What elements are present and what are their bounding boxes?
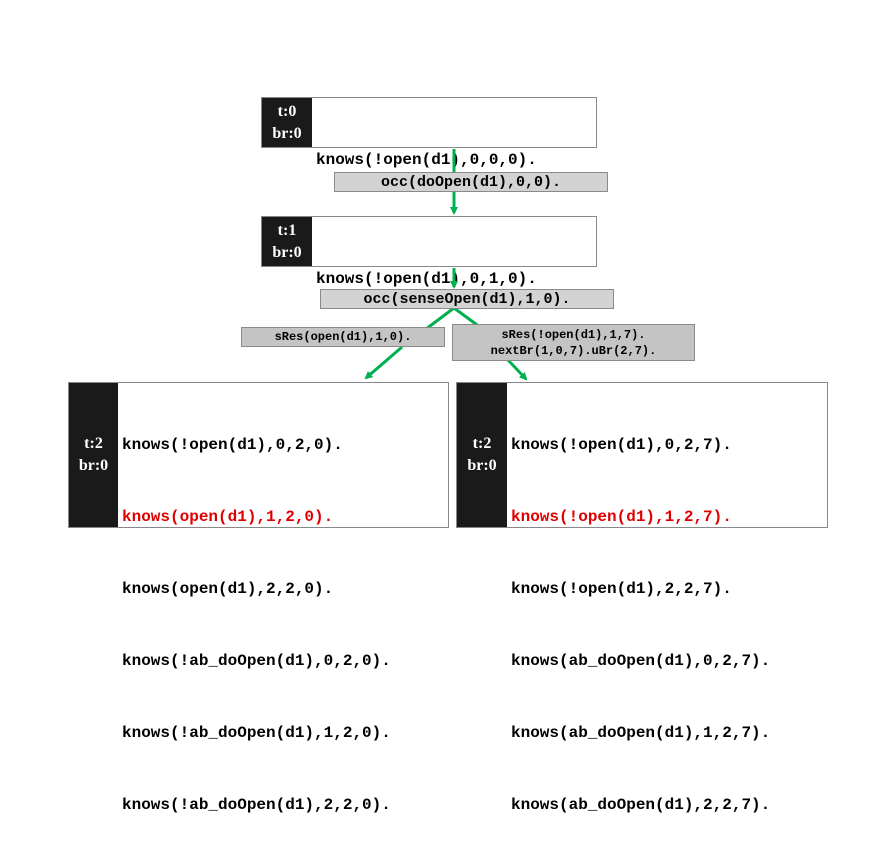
- fact-highlighted: knows(open(d1),1,2,0).: [122, 508, 334, 526]
- fact: knows(ab_doOpen(d1),2,2,7).: [511, 796, 771, 814]
- branch-label: br:0: [78, 457, 109, 474]
- fact: knows(open(d1),2,2,0).: [122, 580, 334, 598]
- sensing-result-open: sRes(open(d1),1,0).: [241, 327, 445, 347]
- time-label: t:2: [472, 435, 492, 452]
- time-label: t:1: [277, 221, 297, 239]
- branch-label: br:0: [467, 457, 497, 474]
- fact-list: knows(!open(d1),0,1,0).: [312, 217, 537, 288]
- sensing-result-not-open: sRes(!open(d1),1,7). nextBr(1,0,7).uBr(2…: [452, 324, 695, 361]
- branch-update-line: nextBr(1,0,7).uBr(2,7).: [490, 343, 657, 358]
- fact: knows(!open(d1),0,2,7).: [511, 436, 732, 454]
- state-node-t0: t:0 br:0 knows(!open(d1),0,0,0).: [261, 97, 597, 169]
- fact: knows(!open(d1),0,0,0).: [316, 151, 537, 169]
- time-label: t:2: [84, 435, 103, 452]
- fact: knows(ab_doOpen(d1),0,2,7).: [511, 652, 771, 670]
- branch-label: br:0: [272, 243, 302, 261]
- fact: knows(!open(d1),0,2,0).: [122, 436, 343, 454]
- fact: knows(!open(d1),0,1,0).: [316, 270, 537, 288]
- branch-label: br:0: [272, 124, 302, 142]
- fact: knows(ab_doOpen(d1),1,2,7).: [511, 724, 771, 742]
- fact-highlighted: knows(!open(d1),1,2,7).: [511, 508, 732, 526]
- fact: knows(!ab_doOpen(d1),0,2,0).: [122, 652, 391, 670]
- arrow: [364, 345, 403, 380]
- fact-list: knows(!open(d1),0,0,0).: [312, 98, 537, 169]
- time-branch-tag: t:0 br:0: [262, 98, 312, 147]
- time-branch-tag: t:2 br:0: [457, 383, 507, 527]
- occurrence-label-doopen: occ(doOpen(d1),0,0).: [334, 172, 608, 192]
- time-label: t:0: [277, 102, 297, 120]
- sensing-result-line: sRes(!open(d1),1,7).: [501, 327, 646, 342]
- time-branch-tag: t:1 br:0: [262, 217, 312, 266]
- time-branch-tag: t:2 br:0: [69, 383, 118, 527]
- state-node-t2-right: t:2 br:0 knows(!open(d1),0,2,7). knows(!…: [456, 382, 828, 814]
- state-node-t1: t:1 br:0 knows(!open(d1),0,1,0).: [261, 216, 597, 288]
- arrow: [506, 358, 528, 381]
- fact: knows(!open(d1),2,2,7).: [511, 580, 732, 598]
- fact: knows(!ab_doOpen(d1),1,2,0).: [122, 724, 391, 742]
- fact: knows(!ab_doOpen(d1),2,2,0).: [122, 796, 391, 814]
- occurrence-label-senseopen: occ(senseOpen(d1),1,0).: [320, 289, 614, 309]
